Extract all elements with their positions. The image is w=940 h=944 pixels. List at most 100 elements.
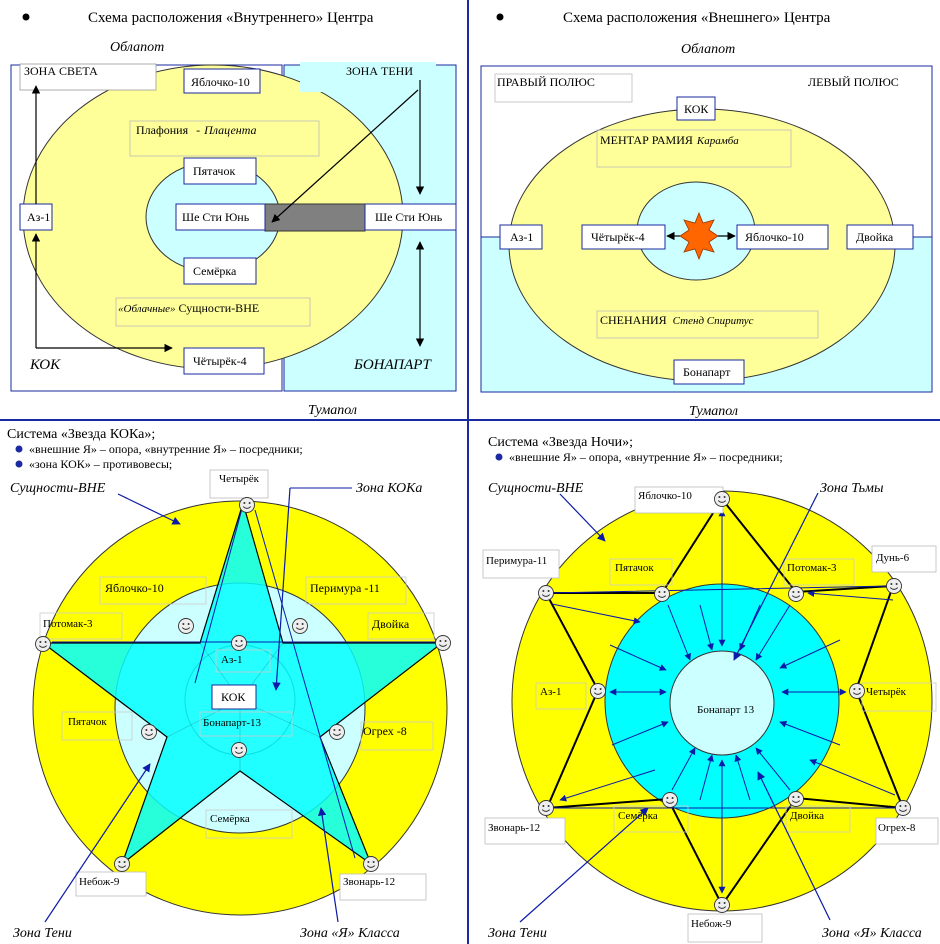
- q3-kok-box: [211, 684, 257, 710]
- q4-face-icon: [849, 683, 865, 699]
- q3-face-icon: [114, 856, 130, 872]
- q4-ogreh-label: Огрех-8: [878, 822, 916, 834]
- q4-dvoyka-label: Двойка: [790, 810, 824, 822]
- q2-yablochko-box: [736, 224, 829, 250]
- q4-star-nochi: Система «Звезда Ночи»; «внешние Я» – опо…: [482, 435, 939, 943]
- q3-perimura-label: Перимура -11: [310, 581, 380, 595]
- q4-dun-box: [871, 545, 937, 573]
- q4-potomak-box: [783, 558, 855, 586]
- q3-zona-koka-arrow: [272, 487, 291, 691]
- q1-kok-label: КОК: [29, 357, 61, 373]
- q3-chetyrek-box: [209, 469, 269, 499]
- q4-bullet1: «внешние Я» – опора, «внутренние Я» – по…: [509, 450, 783, 464]
- q4-yablochko-box: [634, 486, 724, 514]
- q3-face-icon: [239, 497, 255, 513]
- q4-radial-arrows: [551, 509, 896, 894]
- q1-semerka-box: [183, 257, 257, 285]
- q3-bonapart-label: Бонапарт-13: [203, 717, 262, 729]
- q1-sushchnosti-box: [115, 297, 311, 327]
- q4-pyatachok-label: Пятачок: [615, 562, 654, 574]
- q3-zona-ya-arrow: [317, 807, 339, 923]
- q4-face-icon: [662, 792, 678, 808]
- q4-ogreh-box: [875, 817, 939, 845]
- q3-face-icon: [178, 618, 194, 634]
- q2-bonapart-box: [673, 359, 745, 385]
- q1-she-left-label: Ше Сти Юнь: [182, 210, 250, 224]
- q4-semerka-label: Семёрка: [618, 810, 658, 822]
- q4-zona-teni-label: Зона Тени: [488, 926, 547, 941]
- q4-face-icon: [538, 585, 554, 601]
- q4-face-icon: [788, 791, 804, 807]
- q2-yablochko-label: Яблочко-10: [745, 230, 804, 244]
- q3-sushchnosti-arrow: [117, 493, 181, 525]
- q2-right-pole-label: ПРАВЫЙ ПОЛЮС: [497, 75, 595, 89]
- q4-face-icon: [538, 800, 554, 816]
- q2-outer-center-scheme: Схема расположения «Внешнего» Центра Обл…: [480, 10, 933, 419]
- q3-star-koka: Система «Звезда КОКа»; «внешние Я» – опо…: [7, 427, 451, 941]
- q4-title: Система «Звезда Ночи»;: [488, 435, 633, 450]
- q2-chetyrek-box: [581, 224, 666, 250]
- q2-star-icon: [679, 211, 719, 261]
- q2-az-box: [499, 224, 543, 250]
- q1-bonapart-label: БОНАПАРТ: [353, 357, 432, 373]
- q4-potomak-label: Потомак-3: [787, 562, 837, 574]
- q4-face-icon: [590, 683, 606, 699]
- q4-nebozh-box: [687, 913, 763, 943]
- q1-pyatachok-label: Пятачок: [193, 164, 235, 178]
- q3-bullet2: «зона КОК» – противовесы;: [29, 457, 172, 471]
- q1-grey-bar: [264, 203, 366, 232]
- q3-az-label: Аз-1: [221, 654, 242, 666]
- q3-bullet1-icon: [15, 445, 23, 453]
- q1-zone-light-label: ЗОНА СВЕТА: [24, 64, 98, 78]
- q3-dvoyka-box: [367, 612, 435, 640]
- q4-perimura-label: Перимура-11: [486, 555, 547, 567]
- q1-zone-light-box: [19, 63, 157, 91]
- q2-mentar-box: [596, 129, 792, 168]
- q1-az-label: Аз-1: [27, 210, 50, 224]
- q3-yablochko-box: [99, 576, 207, 605]
- q3-bullet2-icon: [15, 460, 23, 468]
- q2-kok-box: [676, 96, 716, 121]
- q3-star-lines: [166, 642, 321, 771]
- q3-face-icon: [435, 635, 451, 651]
- q3-face-icon: [141, 724, 157, 740]
- q1-chetyrek-box: [183, 347, 265, 375]
- q2-snenaniya-box: [596, 310, 819, 339]
- q4-perimura-box: [482, 549, 560, 579]
- q4-face-icon: [654, 586, 670, 602]
- q3-face-icon: [292, 618, 308, 634]
- q3-pyatachok-box: [61, 711, 133, 741]
- q1-sushchnosti-label: «Облачные»Сущности-ВНЕ: [118, 301, 259, 315]
- q4-bonapart-label: Бонапарт 13: [697, 704, 755, 716]
- q3-zona-teni-label: Зона Тени: [13, 926, 72, 941]
- q3-nebozh-box: [75, 871, 147, 897]
- q3-zona-teni-arrow: [44, 763, 151, 923]
- q2-kok-label: КОК: [684, 102, 709, 116]
- q4-az-box: [535, 682, 587, 710]
- q4-sushchnosti-label: Сущности-ВНЕ: [488, 481, 584, 496]
- q4-inner-circle: [669, 650, 775, 756]
- q3-title: Система «Звезда КОКа»;: [7, 427, 155, 442]
- q3-bullet1: «внешние Я» – опора, «внутренние Я» – по…: [29, 442, 303, 456]
- q3-sushchnosti-label: Сущности-ВНЕ: [10, 481, 106, 496]
- q4-face-icon: [886, 578, 902, 594]
- q1-bullet-icon: [22, 13, 30, 21]
- q3-semerka-label: Семёрка: [210, 813, 250, 825]
- q3-chetyrek-label: Четырёк: [219, 473, 260, 485]
- q3-zvonar-box: [339, 873, 427, 901]
- q4-dun-label: Дунь-6: [876, 552, 910, 564]
- q3-star-edge-line: [254, 509, 356, 859]
- q2-dvoyka-box: [846, 224, 914, 250]
- q3-yablochko-label: Яблочко-10: [105, 581, 164, 595]
- q4-zona-ya-label: Зона «Я» Класса: [822, 926, 922, 941]
- q3-potomak-label: Потомак-3: [43, 618, 93, 630]
- q3-potomak-box: [39, 612, 123, 640]
- q3-face-icon: [35, 636, 51, 652]
- q1-she-right-box: [364, 203, 457, 231]
- q2-bullet-icon: [496, 13, 504, 21]
- q2-top-label: Облапот: [681, 42, 735, 57]
- q3-face-icon: [329, 724, 345, 740]
- q1-she-left-box: [175, 203, 266, 231]
